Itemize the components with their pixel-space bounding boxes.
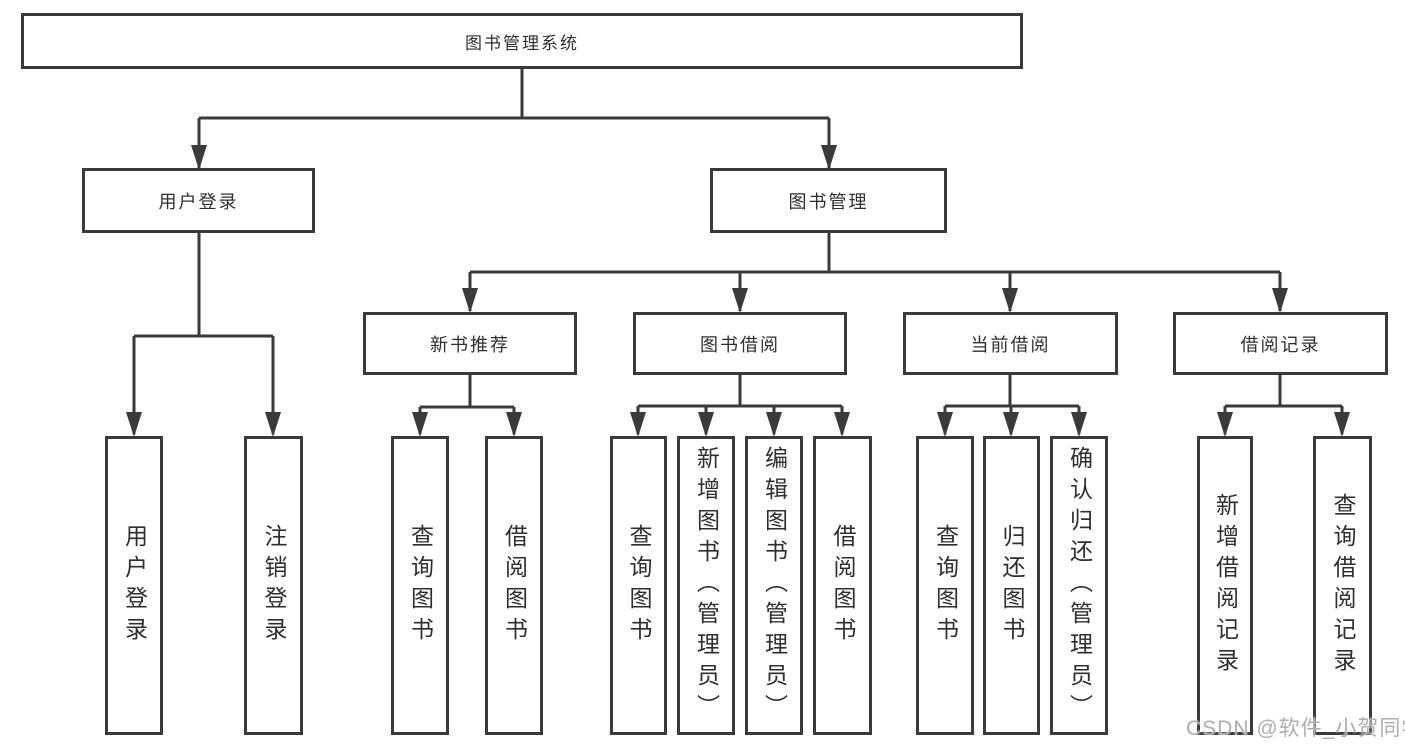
node-user-login: 用户登录 <box>82 168 315 233</box>
connector-new-book-split <box>418 375 516 434</box>
node-current-borrow: 当前借阅 <box>903 312 1118 375</box>
node-new-book-recommend: 新书推荐 <box>363 312 577 375</box>
node-label: 图书管理系统 <box>465 33 579 53</box>
leaf-borrow-book-recommend: 借阅图书 <box>485 436 543 735</box>
node-label: 图书管理 <box>788 191 869 212</box>
csdn-watermark: CSDN @软件_小贺同学 <box>1186 717 1405 740</box>
connector-book-borrow-split <box>636 375 844 434</box>
leaf-query-book-current: 查询图书 <box>916 436 974 735</box>
leaf-add-book-admin: 新增图书（管理员） <box>677 436 735 735</box>
node-label: 查询图书 <box>932 523 959 648</box>
leaf-query-book-borrow: 查询图书 <box>610 436 667 735</box>
leaf-borrow-book: 借阅图书 <box>813 436 872 735</box>
node-label: 查询借阅记录 <box>1330 492 1356 679</box>
node-label: 查询图书 <box>626 523 652 648</box>
node-label: 新增图书（管理员） <box>693 446 720 725</box>
node-label: 用户登录 <box>158 191 239 212</box>
node-label: 借阅记录 <box>1240 334 1321 355</box>
node-label: 新书推荐 <box>430 334 510 355</box>
node-book-borrow: 图书借阅 <box>633 312 847 375</box>
node-label: 新增借阅记录 <box>1212 492 1239 679</box>
leaf-query-borrow-record: 查询借阅记录 <box>1313 436 1372 735</box>
leaf-add-borrow-record: 新增借阅记录 <box>1197 436 1253 735</box>
leaf-user-login: 用户登录 <box>105 436 163 735</box>
node-label: 归还图书 <box>999 523 1025 648</box>
node-label: 查询图书 <box>407 523 434 648</box>
arrowheads <box>126 145 1350 437</box>
node-label: 用户登录 <box>121 523 148 648</box>
node-label: 图书借阅 <box>700 334 780 355</box>
leaf-logout: 注销登录 <box>244 436 303 735</box>
node-book-management: 图书管理 <box>710 168 947 233</box>
leaf-query-book-recommend: 查询图书 <box>391 436 449 735</box>
node-borrow-records: 借阅记录 <box>1173 312 1388 375</box>
node-label: 注销登录 <box>261 523 287 648</box>
leaf-return-book: 归还图书 <box>983 436 1040 735</box>
node-label: 当前借阅 <box>970 334 1051 355</box>
leaf-edit-book-admin: 编辑图书（管理员） <box>745 436 803 735</box>
node-label: 借阅图书 <box>501 523 528 648</box>
node-label: 编辑图书（管理员） <box>761 446 788 725</box>
node-label: 确认归还（管理员） <box>1066 446 1093 725</box>
node-root: 图书管理系统 <box>21 13 1023 69</box>
connector-root <box>197 69 831 168</box>
connector-book-management-split <box>468 233 1282 311</box>
node-label: 借阅图书 <box>830 523 856 648</box>
connector-borrow-records-split <box>1223 375 1344 434</box>
connector-user-login-split <box>132 233 275 434</box>
leaf-confirm-return-admin: 确认归还（管理员） <box>1050 436 1108 735</box>
